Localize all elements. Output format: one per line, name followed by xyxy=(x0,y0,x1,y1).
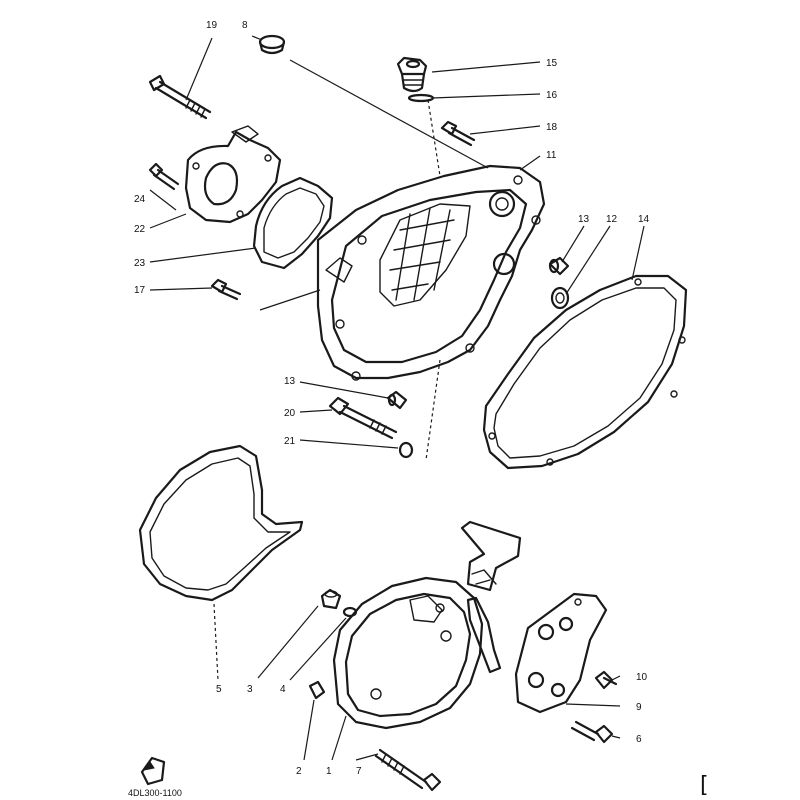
part-24-bolt xyxy=(148,162,180,191)
leader-lines xyxy=(149,35,645,761)
part-7-bolt xyxy=(374,748,442,792)
callout-19: 19 xyxy=(206,20,218,31)
part-23-gasket-inner xyxy=(263,187,325,259)
part-4-o-ring xyxy=(342,606,358,618)
part-9-bracket xyxy=(514,592,608,714)
callout-13-upper: 13 xyxy=(578,214,590,225)
catalog-code: 4DL300-1100 xyxy=(128,788,182,798)
part-15-filler-plug xyxy=(396,56,428,93)
assembly-centerlines xyxy=(213,99,441,681)
callout-5: 5 xyxy=(216,684,222,695)
callout-14: 14 xyxy=(638,214,650,225)
part-20-bolt xyxy=(328,396,398,440)
callout-17: 17 xyxy=(134,285,146,296)
part-3-plug xyxy=(320,588,342,610)
callout-24: 24 xyxy=(134,194,146,205)
callout-21: 21 xyxy=(284,436,296,447)
callout-11: 11 xyxy=(546,150,557,161)
part-18-bolt xyxy=(440,120,476,147)
part-12-oil-seal xyxy=(550,286,570,310)
part-5-gasket-inner xyxy=(149,457,291,591)
part-6-bolt xyxy=(570,720,614,744)
part-5-gasket xyxy=(138,444,304,602)
callout-labels: 1 2 3 4 5 6 7 8 9 10 11 12 13 13 14 15 1… xyxy=(128,20,709,798)
callout-15: 15 xyxy=(546,58,558,69)
callout-10: 10 xyxy=(636,672,648,683)
part-17-bolt xyxy=(210,278,242,301)
callout-23: 23 xyxy=(134,258,146,269)
part-14-gasket-inner xyxy=(493,287,677,459)
corner-mark: [ xyxy=(700,773,709,798)
part-14-gasket xyxy=(482,274,688,470)
callout-1: 1 xyxy=(326,766,332,777)
callout-12: 12 xyxy=(606,214,618,225)
callout-18: 18 xyxy=(546,122,558,133)
part-13-dowel-lower xyxy=(386,390,408,410)
part-21-washer xyxy=(398,441,414,459)
part-8-cap xyxy=(258,34,286,55)
part-13-dowel-upper xyxy=(548,256,570,276)
callout-13-lower: 13 xyxy=(284,376,296,387)
callout-3: 3 xyxy=(247,684,253,695)
part-22-pump-cover xyxy=(184,125,282,224)
callout-16: 16 xyxy=(546,90,558,101)
part-1-clutch-cover xyxy=(332,520,522,730)
front-direction-arrow-icon xyxy=(140,756,166,786)
callout-6: 6 xyxy=(636,734,642,745)
callout-8: 8 xyxy=(242,20,248,31)
callout-22: 22 xyxy=(134,224,146,235)
part-16-o-ring xyxy=(407,93,435,103)
part-2-dowel xyxy=(308,680,326,700)
callout-2: 2 xyxy=(296,766,302,777)
callout-9: 9 xyxy=(636,702,642,713)
callout-20: 20 xyxy=(284,408,296,419)
part-23-gasket xyxy=(252,176,334,270)
part-19-bolt xyxy=(148,74,212,120)
part-11-crankcase-cover xyxy=(316,164,546,381)
callout-7: 7 xyxy=(356,766,362,777)
callout-4: 4 xyxy=(280,684,286,695)
